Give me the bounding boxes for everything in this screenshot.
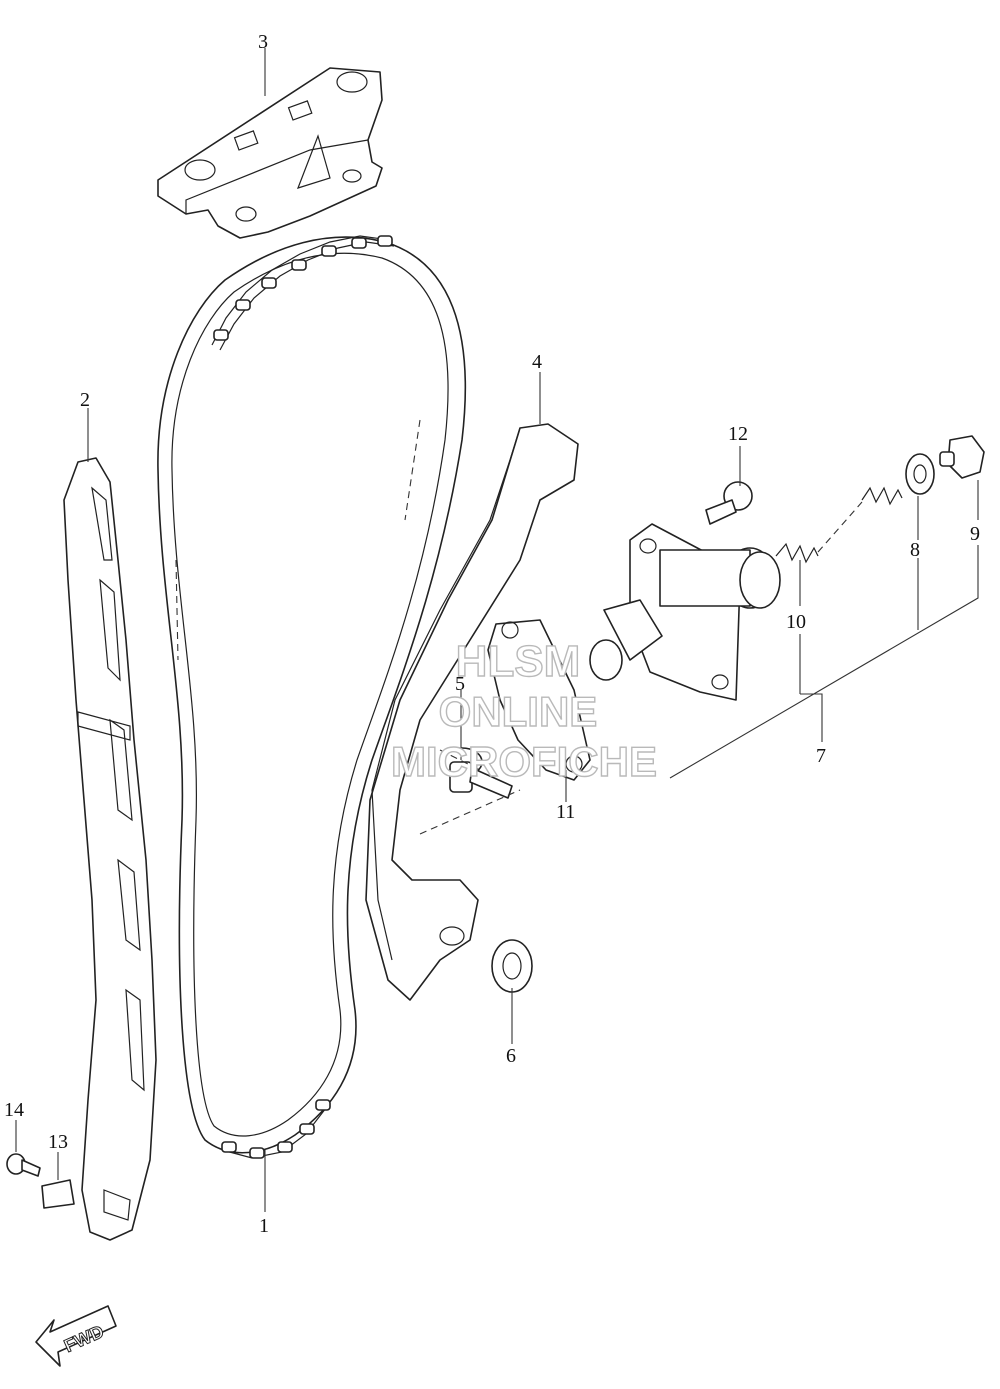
chain-guide-left — [63, 457, 157, 1241]
chain-links-bottom — [221, 1099, 331, 1159]
washer-8 — [905, 453, 935, 495]
callout-2: 2 — [80, 389, 90, 411]
bolt-14 — [6, 1153, 41, 1177]
watermark-line-2: ONLINE — [439, 688, 598, 735]
callout-10: 10 — [786, 611, 806, 633]
callout-12: 12 — [728, 423, 748, 445]
chain-links-top — [211, 235, 395, 351]
tensioner-assembly — [589, 523, 781, 701]
spring-10 — [775, 486, 903, 564]
callout-5: 5 — [455, 673, 465, 695]
callout-13: 13 — [48, 1131, 68, 1153]
watermark: HLSM ONLINE MICROFICHE — [390, 636, 657, 785]
forward-arrow-icon: FWD — [35, 1305, 117, 1367]
washer-6 — [491, 939, 533, 993]
collar-13 — [41, 1179, 75, 1209]
callout-11: 11 — [556, 801, 575, 823]
watermark-line-3: MICROFICHE — [391, 738, 657, 785]
callout-7: 7 — [816, 745, 826, 767]
tensioner-gasket — [487, 619, 591, 781]
cam-chain — [157, 235, 467, 1159]
callout-8: 8 — [910, 539, 920, 561]
callout-3: 3 — [258, 31, 268, 53]
callout-9: 9 — [970, 523, 980, 545]
callout-6: 6 — [506, 1045, 516, 1067]
callout-14: 14 — [4, 1099, 24, 1121]
tensioner-arm — [365, 423, 579, 1001]
bolt-12 — [705, 481, 753, 525]
chain-guide-plate — [157, 67, 383, 239]
bolt-5 — [441, 747, 513, 799]
watermark-line-1: HLSM — [456, 637, 581, 686]
cap-bolt-9 — [939, 435, 985, 479]
callout-labels: 3 2 4 12 9 8 10 5 7 11 6 14 13 1 — [4, 31, 980, 1237]
callout-4: 4 — [532, 351, 542, 373]
callout-1: 1 — [259, 1215, 269, 1237]
leader-lines — [15, 48, 979, 1212]
